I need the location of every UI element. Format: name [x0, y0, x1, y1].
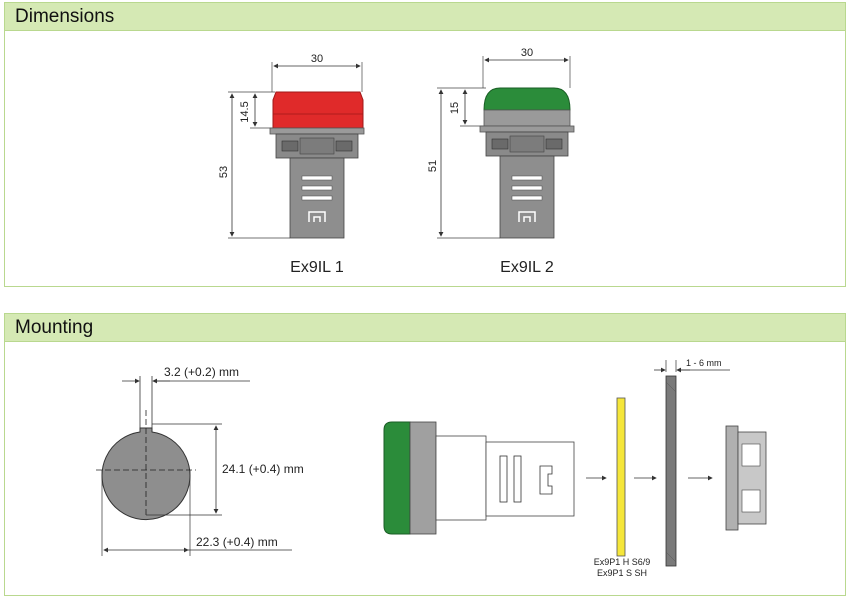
gasket-label-1: Ex9P1 H S6/9 — [594, 557, 651, 567]
product-2-label: Ex9IL 2 — [500, 259, 554, 276]
mounting-panel — [665, 375, 677, 567]
assembly-drawing: Ex9P1 H S6/9 Ex9P1 S SH 1 - 6 mm — [383, 358, 767, 578]
cutout-height-dim: 24.1 (+0.4) mm — [222, 462, 304, 476]
gasket-label-2: Ex9P1 S SH — [597, 568, 647, 578]
cutout-width-dim: 22.3 (+0.4) mm — [196, 535, 278, 549]
product-2-drawing: 30 51 15 Ex9IL 2 — [427, 47, 575, 276]
slot-dim: 3.2 (+0.2) mm — [164, 365, 239, 379]
dimensions-section: Dimensions — [4, 2, 846, 287]
product-2-height-dim: 51 — [427, 160, 439, 172]
panel-cutout-drawing: 3.2 (+0.2) mm 24.1 (+0.4) mm 22.3 (+0.4)… — [96, 365, 304, 556]
product-2-head-dim: 15 — [449, 102, 461, 114]
product-1-width-dim: 30 — [311, 53, 323, 65]
product-1-head-dim: 14.5 — [239, 101, 251, 122]
product-1-height-dim: 53 — [218, 166, 230, 178]
product-2-width-dim: 30 — [521, 47, 533, 59]
panel-thickness-dim: 1 - 6 mm — [686, 358, 722, 368]
assembly-lens — [383, 421, 411, 535]
product-1-head — [272, 91, 364, 129]
dimensions-header: Dimensions — [5, 3, 845, 31]
mounting-header: Mounting — [5, 314, 845, 342]
product-2-head — [483, 87, 571, 111]
product-1-label: Ex9IL 1 — [290, 259, 344, 276]
product-1-drawing: 30 53 14.5 Ex9IL 1 — [218, 53, 365, 276]
mounting-nut — [725, 425, 739, 531]
gasket — [616, 397, 626, 557]
